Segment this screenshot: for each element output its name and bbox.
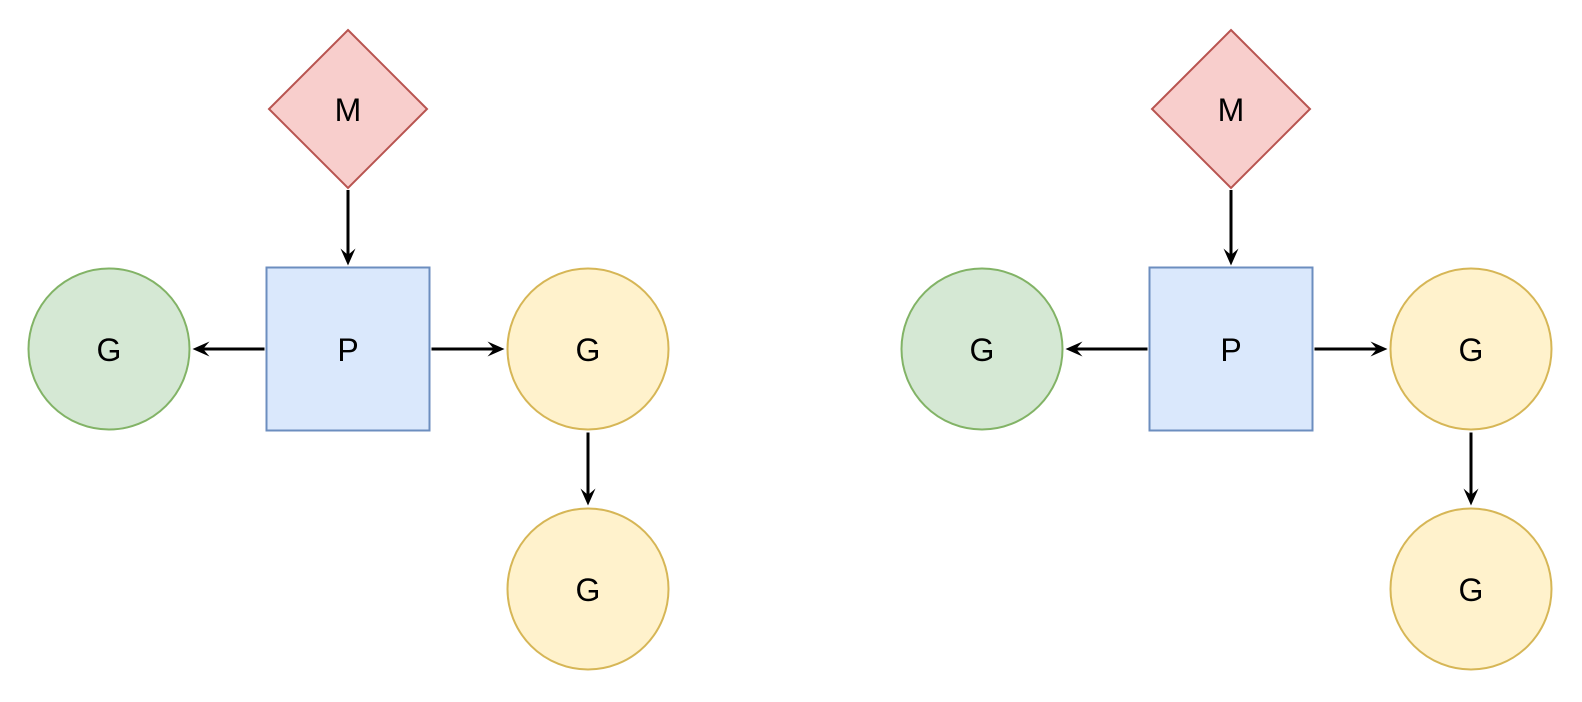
node-diamond-m[interactable]: M [1150,28,1312,190]
node-diamond-m[interactable]: M [267,28,429,190]
edge-right [431,341,505,357]
node-circle-shape[interactable] [27,267,191,431]
edge-down [1463,432,1479,506]
edge-left [1065,341,1148,357]
node-square-shape[interactable] [1148,266,1314,432]
node-circle-g[interactable]: G [900,267,1064,431]
node-circle-shape[interactable] [1389,267,1553,431]
edge-down [580,432,596,506]
edge-left [192,341,265,357]
node-diamond-shape[interactable] [1150,28,1312,190]
node-diamond-shape[interactable] [267,28,429,190]
node-circle-shape[interactable] [506,267,670,431]
node-circle-g[interactable]: G [1389,267,1553,431]
arrowhead-icon [340,248,356,266]
arrowhead-icon [1463,488,1479,506]
arrowhead-icon [192,341,210,357]
edges-layer [192,190,1479,506]
arrowhead-icon [1223,248,1239,266]
node-circle-g[interactable]: G [27,267,191,431]
node-square-p[interactable]: P [1148,266,1314,432]
node-circle-g[interactable]: G [506,507,670,671]
node-circle-g[interactable]: G [1389,507,1553,671]
node-square-shape[interactable] [265,266,431,432]
node-circle-g[interactable]: G [506,267,670,431]
edge-down [340,190,356,266]
edge-right [1314,341,1388,357]
arrowhead-icon [1065,341,1083,357]
arrowhead-icon [580,488,596,506]
node-circle-shape[interactable] [900,267,1064,431]
arrowhead-icon [1370,341,1388,357]
node-circle-shape[interactable] [506,507,670,671]
node-square-p[interactable]: P [265,266,431,432]
node-circle-shape[interactable] [1389,507,1553,671]
arrowhead-icon [487,341,505,357]
edge-down [1223,190,1239,266]
